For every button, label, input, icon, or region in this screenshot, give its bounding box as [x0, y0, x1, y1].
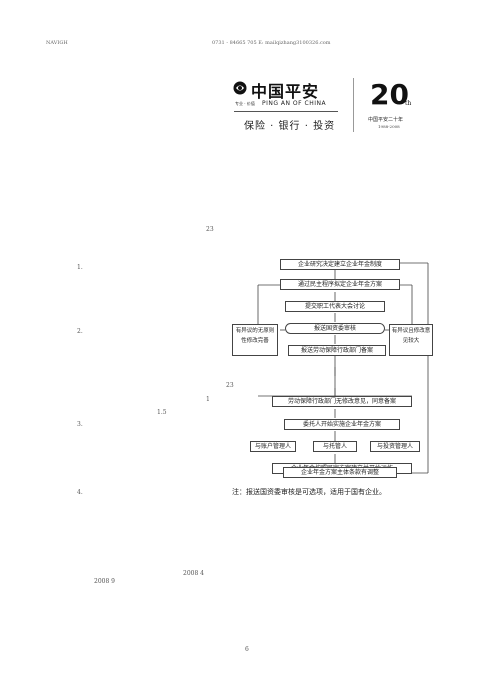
- text-23: 23: [206, 226, 214, 233]
- logo-divider: [353, 78, 354, 132]
- header-contact: 0731 - 84665 705 E: mailqizhang3100326.c…: [212, 40, 331, 46]
- flow-contract-account: 与账户管理人: [250, 441, 296, 452]
- brand-name-cn: 中国平安: [251, 82, 320, 101]
- flow-left-side: 有异议的无原则性修改完善: [232, 324, 278, 356]
- anniversary-suffix: th: [405, 100, 412, 107]
- anniversary-number: 20: [370, 78, 409, 111]
- list-marker-1: 1.: [77, 264, 83, 271]
- flow-step-9: 企业年金方案主体条款有调整: [283, 467, 397, 478]
- text-1-5: 1.5: [157, 409, 167, 416]
- brand-small: 专业 · 价值: [235, 101, 255, 106]
- brand-name-en: PING AN OF CHINA: [262, 100, 327, 107]
- flow-step-2: 通过民主程序拟定企业年金方案: [280, 279, 400, 290]
- pingan-emblem-icon: [233, 80, 247, 95]
- flow-step-7: 委托人开始实施企业年金方案: [284, 419, 400, 430]
- flow-contract-custodian: 与托管人: [313, 441, 357, 452]
- flow-step-3: 提交职工代表大会讨论: [285, 301, 385, 312]
- flow-step-6: 劳动保障行政部门无修改意见，同意备案: [272, 396, 412, 407]
- brand-underline: [234, 111, 338, 112]
- date-b: 2008 9: [94, 578, 115, 585]
- header-left-tag: NAVIGH: [46, 40, 68, 46]
- tagline: 保险 · 银行 · 投资: [244, 121, 336, 132]
- page-number: 6: [245, 646, 249, 653]
- flowchart-note: 注：报送国资委审核是可选项，适用于国有企业。: [232, 488, 386, 496]
- anniversary-years: 1988-2008: [378, 124, 400, 129]
- text-side-23: 23: [226, 382, 234, 389]
- text-side-1: 1: [206, 396, 210, 403]
- anniversary-cn: 中国平安二十年: [368, 117, 404, 123]
- flow-step-1: 企业研究决定建立企业年金制度: [280, 259, 400, 270]
- list-marker-4: 4.: [77, 489, 83, 496]
- list-marker-2: 2.: [77, 328, 83, 335]
- flow-right-side: 有异议且修改意见较大: [389, 324, 433, 356]
- list-marker-3: 3.: [77, 421, 83, 428]
- flow-contract-investment: 与投资管理人: [370, 441, 420, 452]
- flow-step-4-oval: 报送国资委审核: [285, 323, 385, 334]
- flow-step-5: 报送劳动保障行政部门备案: [288, 345, 386, 356]
- date-a: 2008 4: [183, 570, 204, 577]
